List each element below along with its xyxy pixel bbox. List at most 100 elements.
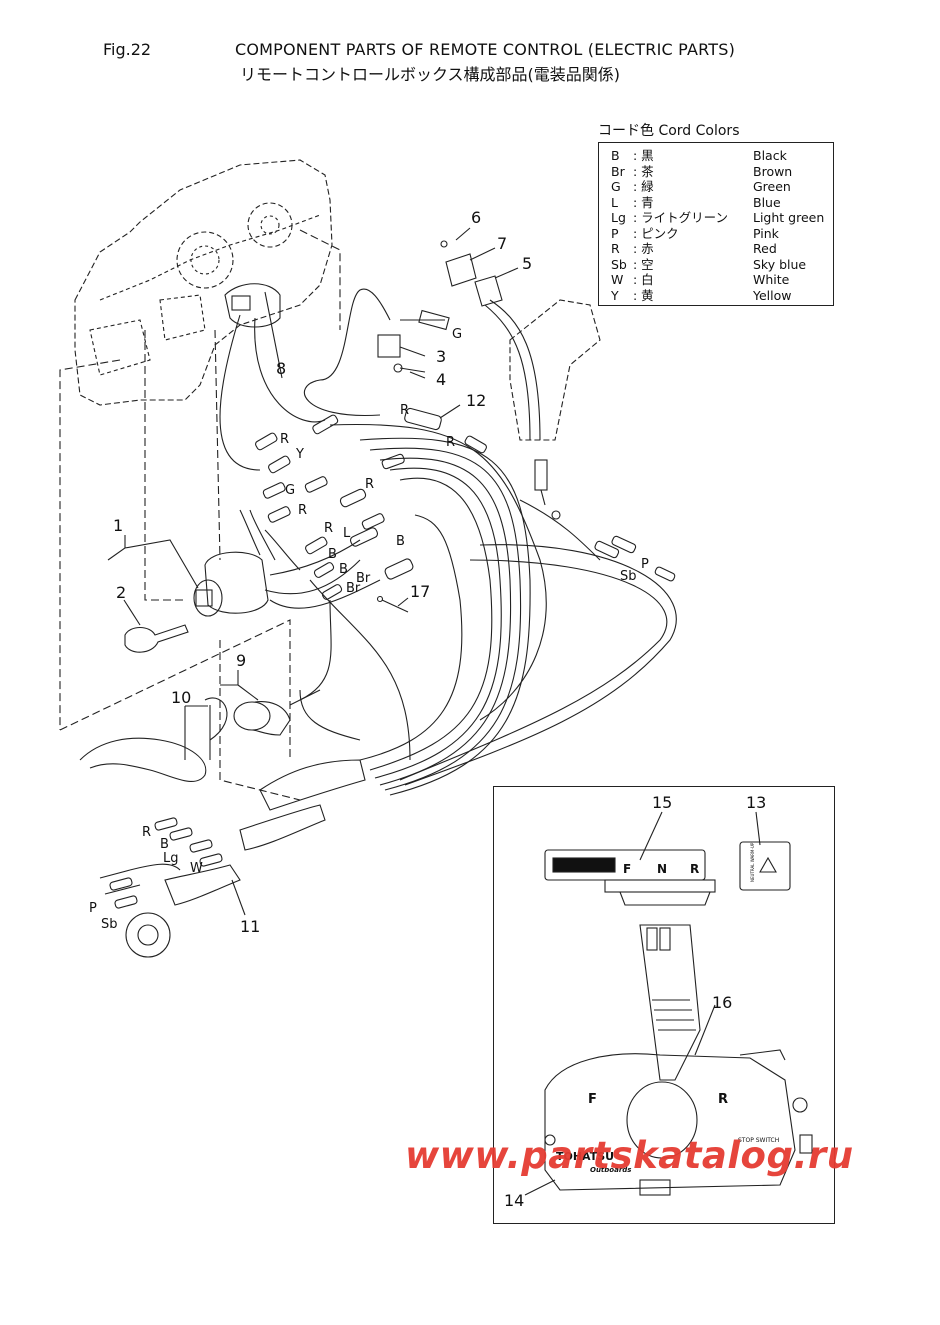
wire-label: R (446, 435, 455, 450)
callout-1: 1 (113, 516, 123, 535)
legend-jp: : 黄 (633, 287, 654, 303)
terminal-17 (381, 599, 409, 613)
shift-mark-f: F (623, 862, 631, 876)
callout-3: 3 (436, 347, 446, 366)
housing-boss-left (176, 231, 234, 289)
wire-label: B (160, 837, 169, 852)
legend-title: コード色 Cord Colors (598, 123, 740, 139)
callout-4: 4 (436, 370, 446, 389)
remote-control-box-body (544, 1053, 796, 1191)
legend-en: Black (753, 148, 787, 163)
wire-label: R (298, 503, 307, 518)
callout-8: 8 (276, 359, 286, 378)
legend-jp: : 黒 (633, 148, 654, 163)
engine-connector (125, 912, 171, 958)
callout-16: 16 (712, 993, 732, 1012)
legend-code: L (611, 194, 618, 210)
wire-label: G (452, 327, 462, 342)
lever-mark-f: F (588, 1092, 597, 1107)
callout-14: 14 (504, 1191, 524, 1210)
wire-label: R (400, 403, 409, 418)
housing-outline (74, 159, 333, 406)
legend-code: R (611, 241, 620, 256)
wire-label: B (339, 562, 348, 577)
throttle-lever-ghost (509, 299, 601, 441)
legend-jp: : 緑 (633, 179, 654, 194)
legend-en: Brown (753, 163, 793, 179)
legend-code: Br (611, 163, 625, 179)
wire-label: Lg (163, 851, 179, 866)
buzzer (224, 283, 281, 328)
housing-boss-right (247, 202, 293, 248)
legend-en: Blue (753, 194, 781, 210)
wire-label: P (641, 557, 649, 572)
legend-code: P (611, 225, 619, 241)
legend-en: Green (753, 179, 791, 194)
wire-label: R (142, 825, 151, 840)
legend-en: White (753, 272, 790, 287)
legend-jp: : 赤 (633, 241, 654, 256)
screw-small (440, 240, 448, 248)
callout-2: 2 (116, 583, 126, 602)
legend-en: Light green (753, 210, 825, 225)
connector-pins (109, 414, 676, 909)
harness-sleeve (259, 759, 366, 811)
legend-en: Sky blue (753, 256, 807, 272)
lanyard-switch (233, 701, 271, 731)
page-title: COMPONENT PARTS OF REMOTE CONTROL (ELECT… (235, 40, 736, 59)
legend-jp: : 青 (633, 194, 654, 210)
lever-mark-r: R (718, 1092, 728, 1107)
callout-13: 13 (746, 793, 766, 812)
inset-drawing (524, 811, 813, 1196)
wire-label: Sb (101, 917, 118, 932)
filter-sleeve (404, 407, 442, 431)
callout-12: 12 (466, 391, 486, 410)
callout-17: 17 (410, 582, 430, 601)
legend-en: Red (753, 241, 777, 256)
callout-9: 9 (236, 651, 246, 670)
legend-jp: : 空 (633, 256, 654, 272)
ignition-key (124, 624, 189, 653)
stop-switch (474, 275, 503, 307)
screw (399, 367, 426, 373)
brand-sub: Outboards (590, 1166, 631, 1174)
shift-mark-n: N (657, 862, 667, 876)
callout-7: 7 (497, 234, 507, 253)
callout-15: 15 (652, 793, 672, 812)
wire-label: Sb (620, 569, 637, 584)
legend-code: Sb (611, 256, 627, 272)
callout-5: 5 (522, 254, 532, 273)
wire-label: Y (295, 447, 304, 462)
callout-10: 10 (171, 688, 191, 707)
shift-mark-r: R (690, 862, 699, 876)
wire-label: G (285, 483, 295, 498)
legend-jp: : 白 (633, 272, 654, 287)
lanyard-cord (79, 737, 207, 783)
wire-label: Br (356, 571, 371, 586)
figure-number: Fig.22 (103, 40, 152, 59)
legend-en: Yellow (753, 287, 792, 303)
stop-switch-label: STOP SWITCH (738, 1137, 779, 1144)
page-subtitle-jp: リモートコントロールボックス構成部品(電装品関係) (240, 65, 621, 84)
wire-label: R (280, 432, 289, 447)
watermark: www.partskatalog.ru (405, 1134, 854, 1177)
legend-code: Lg (611, 210, 626, 225)
neutral-warmup-label: NEUTRAL WARM-UP (750, 842, 755, 882)
wire-label: L (343, 526, 351, 541)
legend-code: B (611, 148, 620, 163)
remote-control-box-inset (493, 786, 835, 1224)
legend-code: W (611, 272, 624, 287)
legend-jp: : ライトグリーン (633, 210, 729, 225)
wire-label: P (89, 901, 97, 916)
legend-code: G (611, 179, 621, 194)
brand-name: TOHATSU (556, 1150, 614, 1163)
legend-en: Pink (753, 225, 779, 241)
legend-code: Y (611, 287, 619, 303)
callout-6: 6 (471, 208, 481, 227)
legend-jp: : 茶 (633, 163, 654, 179)
neutral-switch (377, 334, 401, 358)
wire-label: Br (346, 581, 361, 596)
wire-label: B (396, 534, 405, 549)
